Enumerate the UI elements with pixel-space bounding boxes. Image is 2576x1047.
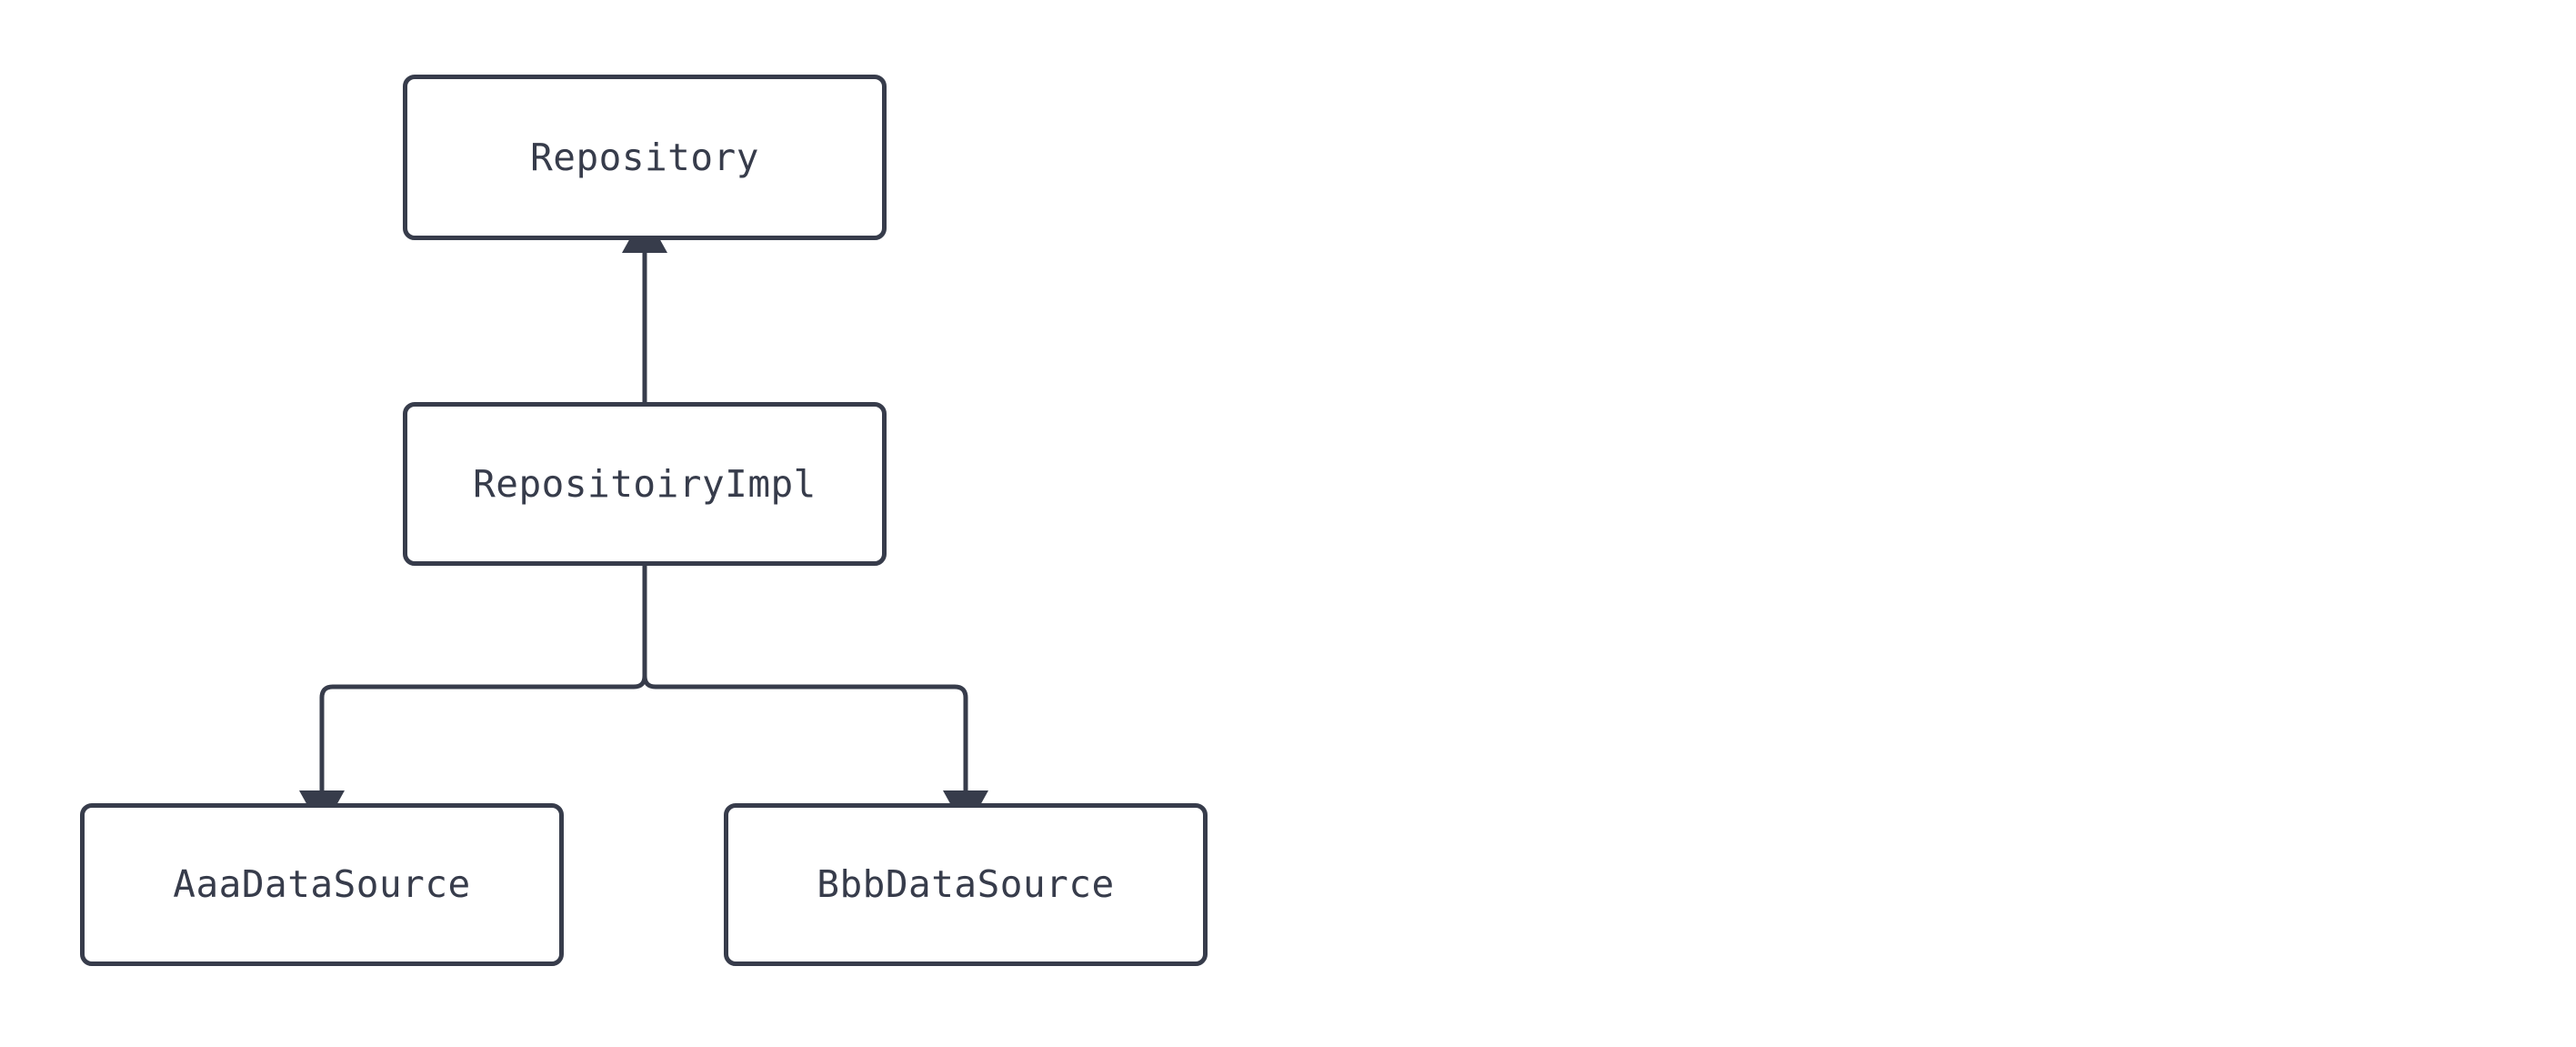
node-repository-impl-label: RepositoiryImpl [473,461,817,506]
node-repository[interactable]: Repository [403,75,887,240]
node-bbb-datasource-label: BbbDataSource [817,862,1115,906]
node-bbb-datasource[interactable]: BbbDataSource [724,803,1208,966]
node-aaa-datasource[interactable]: AaaDataSource [80,803,564,966]
node-aaa-datasource-label: AaaDataSource [173,862,471,906]
edge-impl-to-bbb [642,566,988,831]
edge-impl-to-aaa [299,566,647,831]
node-repository-label: Repository [530,135,759,179]
node-repository-impl[interactable]: RepositoiryImpl [403,402,887,566]
